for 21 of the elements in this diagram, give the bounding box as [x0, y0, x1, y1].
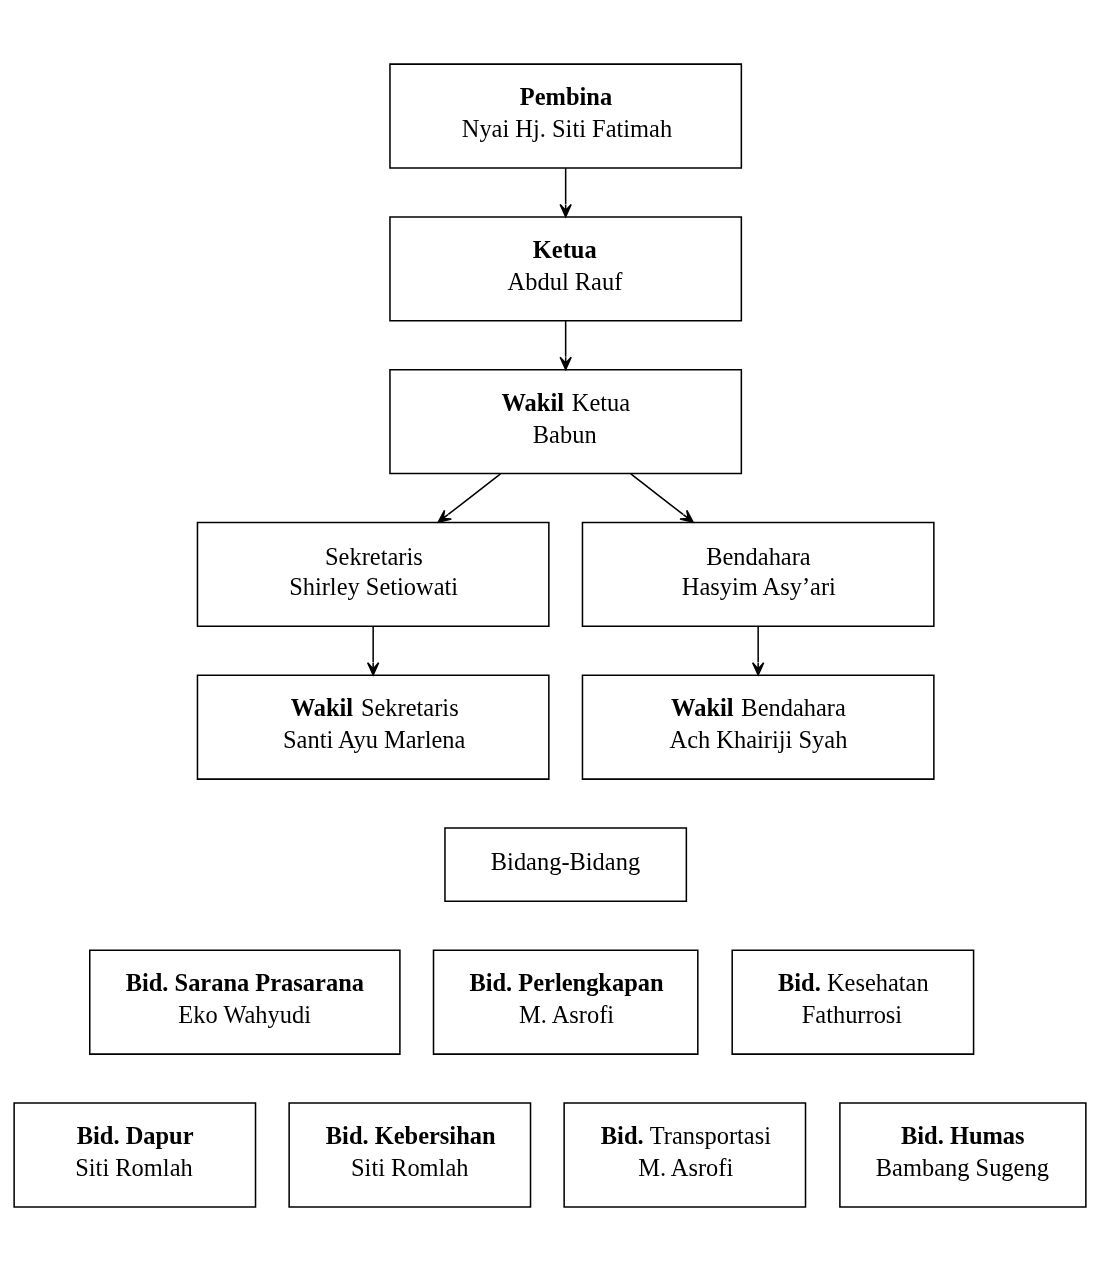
- node-box: Bid. Sarana Prasarana Eko Wahyudi: [89, 949, 401, 1055]
- node-box: Pembina Nyai Hj. Siti Fatimah: [389, 63, 743, 169]
- node-box: Bid. Dapur Siti Romlah: [13, 1102, 257, 1208]
- arrow: [559, 320, 572, 371]
- arrow: [751, 625, 765, 676]
- node-box: Wakil Bendahara Ach Khairiji Syah: [581, 674, 935, 780]
- arrow: [559, 167, 572, 218]
- node-box: Wakil Ketua Babun: [389, 368, 743, 475]
- node-box: Wakil Sekretaris Santi Ayu Marlena: [196, 674, 550, 780]
- node-box: Bid. Kesehatan Fathurrosi: [731, 949, 975, 1055]
- node-box: Bid. Perlengkapan M. Asrofi: [432, 949, 699, 1055]
- arrow: [437, 473, 502, 523]
- node-box: Bidang-Bidang: [444, 827, 688, 903]
- node-box: Bendahara Hasyim Asy’ari: [581, 521, 935, 628]
- arrow: [366, 625, 380, 676]
- node-box: Bid. Kebersihan Siti Romlah: [288, 1102, 532, 1208]
- node-box: Bid. Transportasi M. Asrofi: [563, 1102, 807, 1208]
- node-box: Sekretaris Shirley Setiowati: [196, 521, 550, 628]
- arrow: [630, 473, 694, 523]
- node-box: Ketua Abdul Rauf: [389, 216, 743, 322]
- node-box: Bid. Humas Bambang Sugeng: [839, 1102, 1087, 1208]
